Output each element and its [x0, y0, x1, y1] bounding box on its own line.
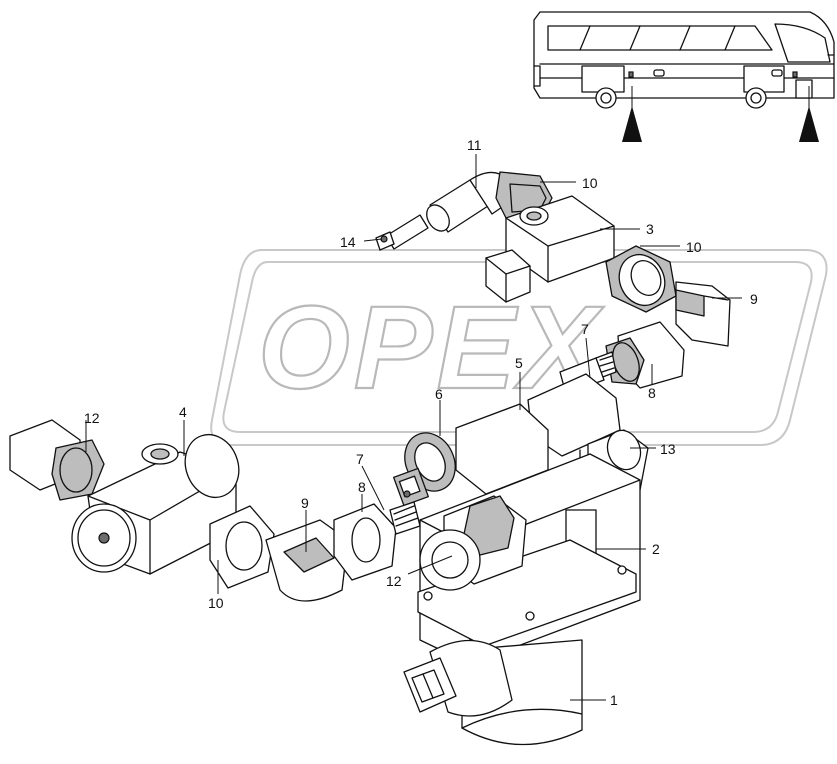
- part-3-manifold-block: [485, 195, 615, 303]
- callout-1: 1: [610, 692, 618, 708]
- callout-14: 14: [340, 234, 356, 250]
- callout-7-lower: 7: [356, 451, 364, 467]
- part-6-solenoid-valve: [393, 403, 549, 507]
- callout-labels: 1 2 3 4 5 6 7 7 8 8 9 9 10 10 10 11 12 1…: [84, 137, 758, 708]
- callout-6: 6: [435, 386, 443, 402]
- callout-10-right: 10: [686, 239, 702, 255]
- leader-lines: [85, 154, 742, 701]
- callout-8-upper: 8: [648, 385, 656, 401]
- part-10-right-nut: [605, 245, 677, 313]
- callout-9-lower: 9: [301, 495, 309, 511]
- callout-10-top: 10: [582, 175, 598, 191]
- part-7-lower-fitting: [389, 501, 421, 535]
- watermark-text: OPEX: [258, 282, 604, 414]
- callout-5: 5: [515, 355, 523, 371]
- callout-8-lower: 8: [358, 479, 366, 495]
- callout-10-lower: 10: [208, 595, 224, 611]
- part-14-bleed-fitting: [375, 214, 429, 251]
- callout-12-left: 12: [84, 410, 100, 426]
- callout-13: 13: [660, 441, 676, 457]
- callout-4: 4: [179, 404, 187, 420]
- callout-11: 11: [467, 137, 482, 153]
- part-8-lower-nut: [333, 503, 397, 581]
- bus-locator-inset: [533, 11, 835, 142]
- callout-9-right: 9: [750, 291, 758, 307]
- part-9-right-plug: [675, 281, 731, 347]
- part-1-modulator: [403, 639, 583, 746]
- callout-12-lower: 12: [386, 573, 402, 589]
- callout-2: 2: [652, 541, 660, 557]
- callout-3: 3: [646, 221, 654, 237]
- callout-7-upper: 7: [581, 321, 589, 337]
- opex-watermark: OPEX: [210, 249, 828, 446]
- part-4-tee-fitting: [71, 433, 240, 575]
- part-12-valve-fitting: [419, 495, 527, 591]
- part-10-lower-nut: [209, 505, 275, 589]
- part-9-lower-elbow: [265, 519, 349, 602]
- part-12-left-nut: [9, 419, 105, 501]
